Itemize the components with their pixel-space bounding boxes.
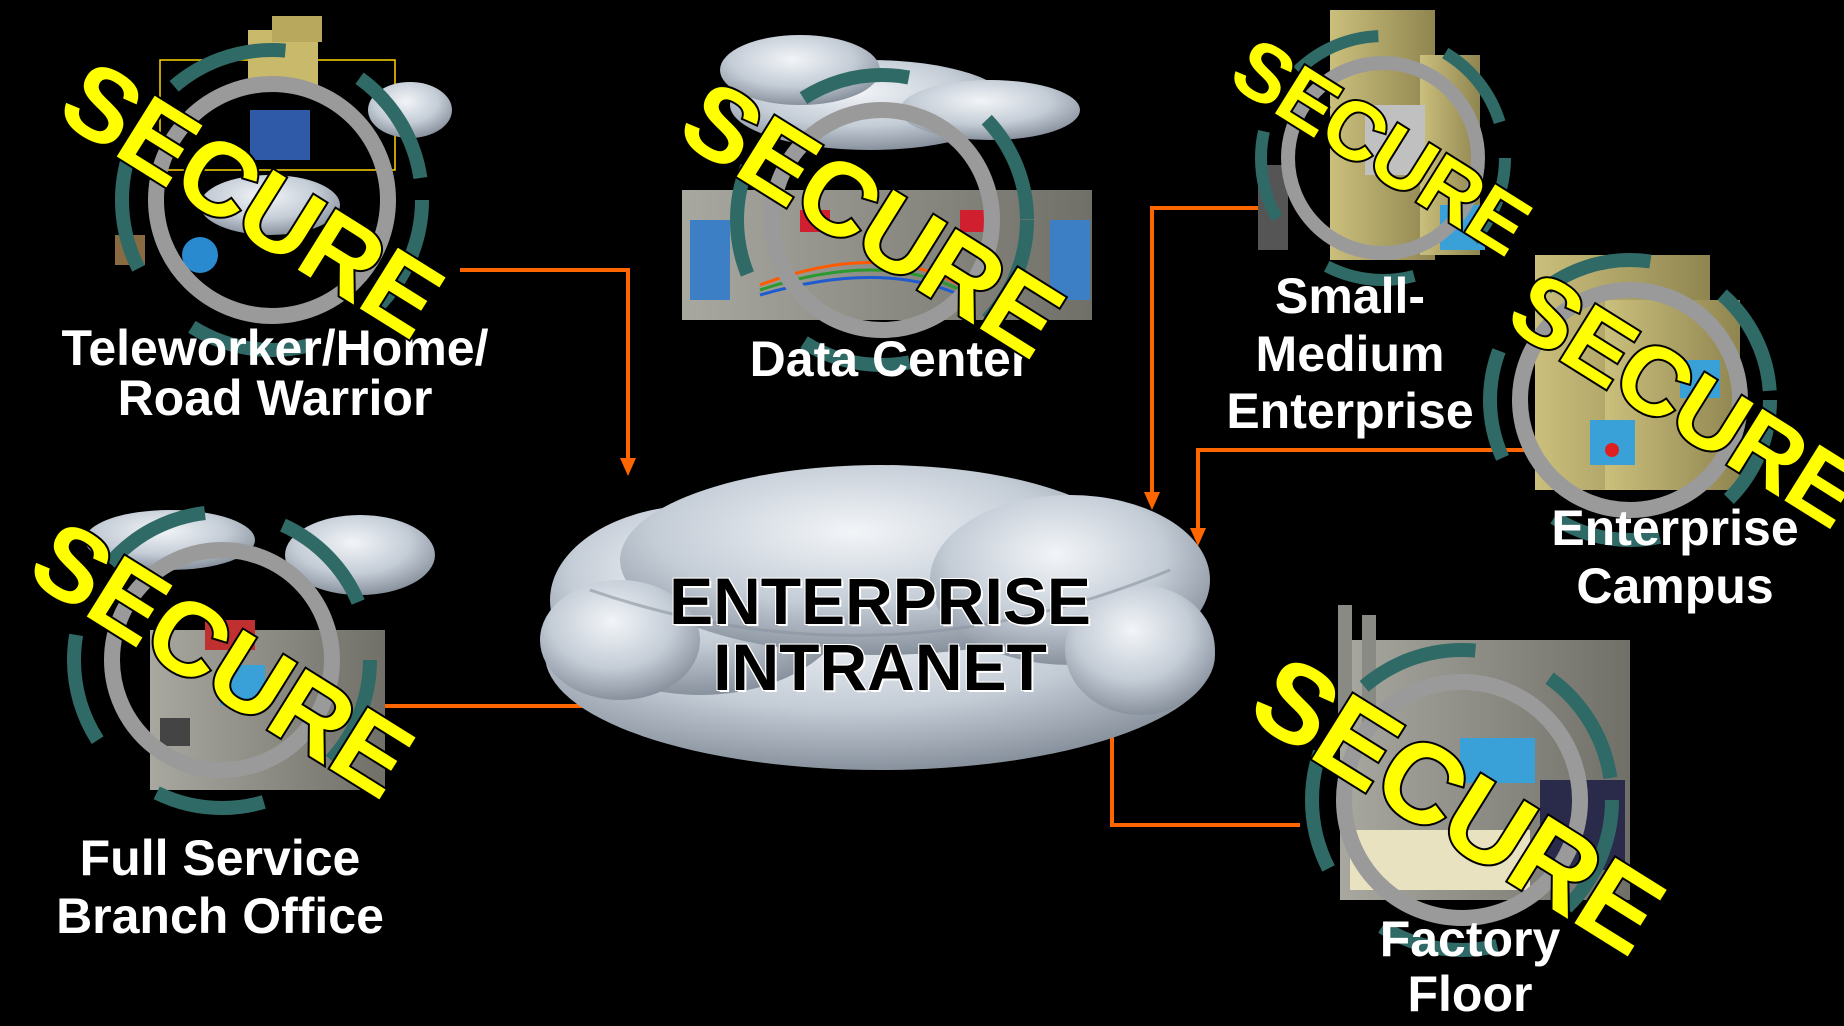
teleworker-label: Teleworker/Home/ Road Warrior: [20, 323, 530, 423]
datacenter-secure-ring: [730, 68, 1034, 372]
teleworker-label-line-2: Road Warrior: [117, 370, 433, 426]
sme-site-graphic: [1258, 10, 1485, 260]
sme-label: Small- Medium Enterprise: [1190, 268, 1510, 441]
enterprise-intranet-label: ENTERPRISE INTRANET: [600, 568, 1160, 700]
arrow-sme: [1144, 492, 1160, 510]
factory-label-line-1: Factory: [1379, 911, 1561, 967]
factory-label-line-2: Floor: [1407, 966, 1533, 1022]
factory-label: Factory Floor: [1320, 912, 1620, 1022]
center-line-2: INTRANET: [713, 630, 1047, 704]
campus-label-line-2: Campus: [1576, 557, 1774, 614]
connector-teleworker: [460, 268, 630, 470]
branch-label-line-2: Branch Office: [56, 887, 384, 944]
connector-sme: [1150, 206, 1262, 500]
campus-label-line-1: Enterprise: [1551, 500, 1799, 556]
sme-label-line-2: Medium: [1255, 325, 1445, 382]
branch-label-line-1: Full Service: [79, 830, 361, 886]
branch-label: Full Service Branch Office: [20, 830, 420, 945]
arrow-campus: [1190, 528, 1206, 546]
campus-label: Enterprise Campus: [1510, 500, 1840, 615]
teleworker-secure-ring: [115, 43, 429, 357]
sme-secure-ring: [1255, 30, 1511, 286]
sme-label-line-3: Enterprise: [1226, 383, 1474, 439]
arrow-teleworker: [620, 458, 636, 476]
connector-campus: [1196, 448, 1540, 532]
center-line-1: ENTERPRISE: [669, 564, 1091, 638]
enterprise-intranet-cloud: [540, 465, 1215, 770]
campus-secure-ring: [1483, 253, 1777, 547]
datacenter-label: Data Center: [700, 334, 1080, 384]
datacenter-label-line-1: Data Center: [749, 331, 1031, 387]
teleworker-label-line-1: Teleworker/Home/: [61, 320, 489, 376]
factory-secure-ring: [1305, 643, 1619, 957]
branch-secure-ring: [67, 505, 377, 815]
sme-label-line-1: Small-: [1274, 268, 1426, 324]
